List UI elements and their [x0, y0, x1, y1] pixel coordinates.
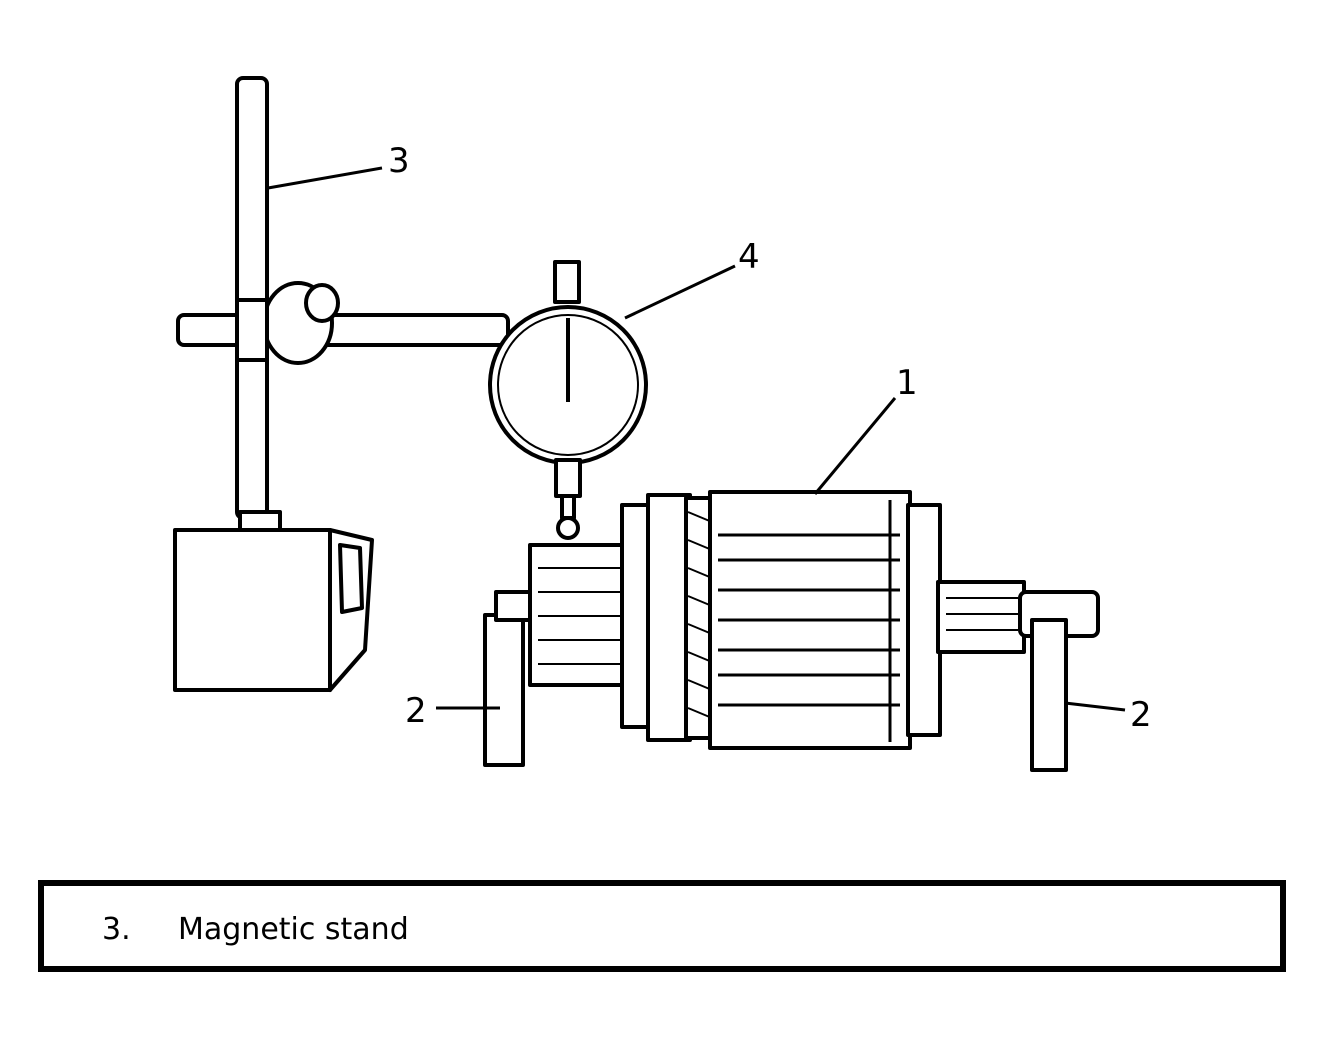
armature-core-end — [906, 503, 942, 737]
dial-plunger — [560, 494, 576, 520]
dial-bottom-stem — [554, 458, 582, 498]
legend-item-label: Magnetic stand — [178, 912, 409, 947]
spline-shaft — [936, 580, 1026, 654]
armature-end-plate — [620, 503, 652, 729]
indicator-arm — [176, 313, 510, 347]
callout-4: 4 — [738, 237, 760, 277]
swivel-clamp-knob — [304, 283, 340, 323]
callout-1: 1 — [896, 363, 918, 403]
v-block-left — [483, 613, 525, 767]
dial-top-stem — [553, 260, 581, 304]
dial-contact-tip — [556, 516, 580, 540]
legend-item-number: 3. — [102, 912, 131, 947]
armature-runout-diagram: 3 4 1 2 2 — [173, 76, 1152, 772]
magnetic-base-switch — [338, 543, 364, 614]
callout-2-left: 2 — [405, 691, 427, 731]
legend-box: 3. Magnetic stand — [38, 880, 1286, 972]
leader-4 — [624, 264, 736, 320]
callout-2-right: 2 — [1130, 695, 1152, 735]
v-block-right — [1030, 618, 1068, 772]
leader-2-right — [1064, 701, 1126, 712]
leader-1 — [813, 397, 897, 495]
magnetic-base — [173, 528, 332, 692]
armature-ring — [646, 493, 692, 742]
callout-3: 3 — [388, 141, 410, 181]
clamp-rod-overlap — [235, 298, 269, 362]
leader-3 — [267, 166, 383, 190]
